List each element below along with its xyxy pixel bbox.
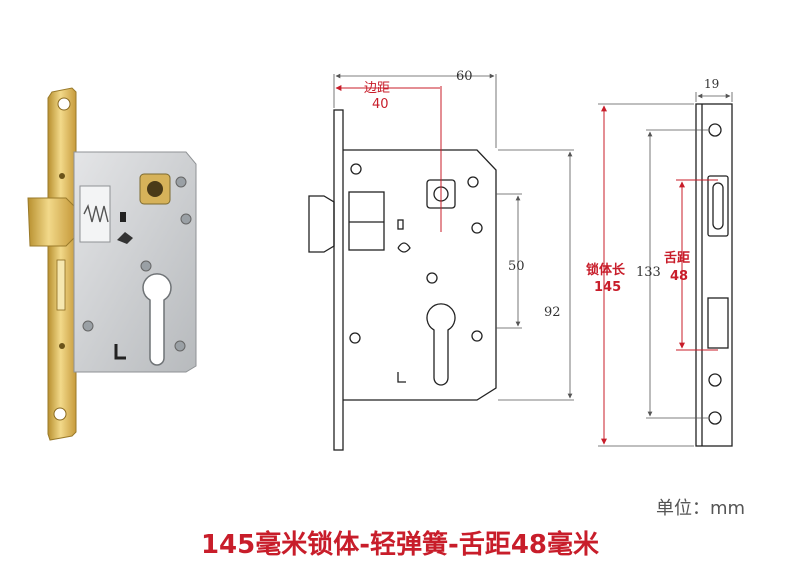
dim-faceplate-width-19: 19 — [704, 77, 719, 91]
front-view-drawing — [308, 109, 497, 451]
lock-photo — [27, 87, 197, 441]
dim-latch-label: 舌距 — [664, 250, 690, 266]
dim-backset-label: 边距 — [364, 81, 390, 96]
side-view-drawing — [695, 103, 733, 447]
dim-case-height-92: 92 — [544, 305, 561, 320]
dim-spindle-cylinder-50: 50 — [508, 259, 525, 274]
dim-lock-length-value: 145 — [594, 280, 621, 295]
unit-label: 单位：mm — [656, 498, 746, 519]
dim-latch-value: 48 — [670, 269, 688, 284]
dim-faceplate-length-133: 133 — [636, 265, 661, 280]
side-view-dimensions — [598, 92, 733, 447]
dim-width-60: 60 — [456, 69, 473, 84]
front-view-dimensions — [333, 73, 574, 401]
product-caption: 145毫米锁体-轻弹簧-舌距48毫米 — [200, 530, 600, 560]
dim-backset-value: 40 — [372, 97, 389, 112]
dim-lock-length-label: 锁体长 — [586, 262, 626, 278]
